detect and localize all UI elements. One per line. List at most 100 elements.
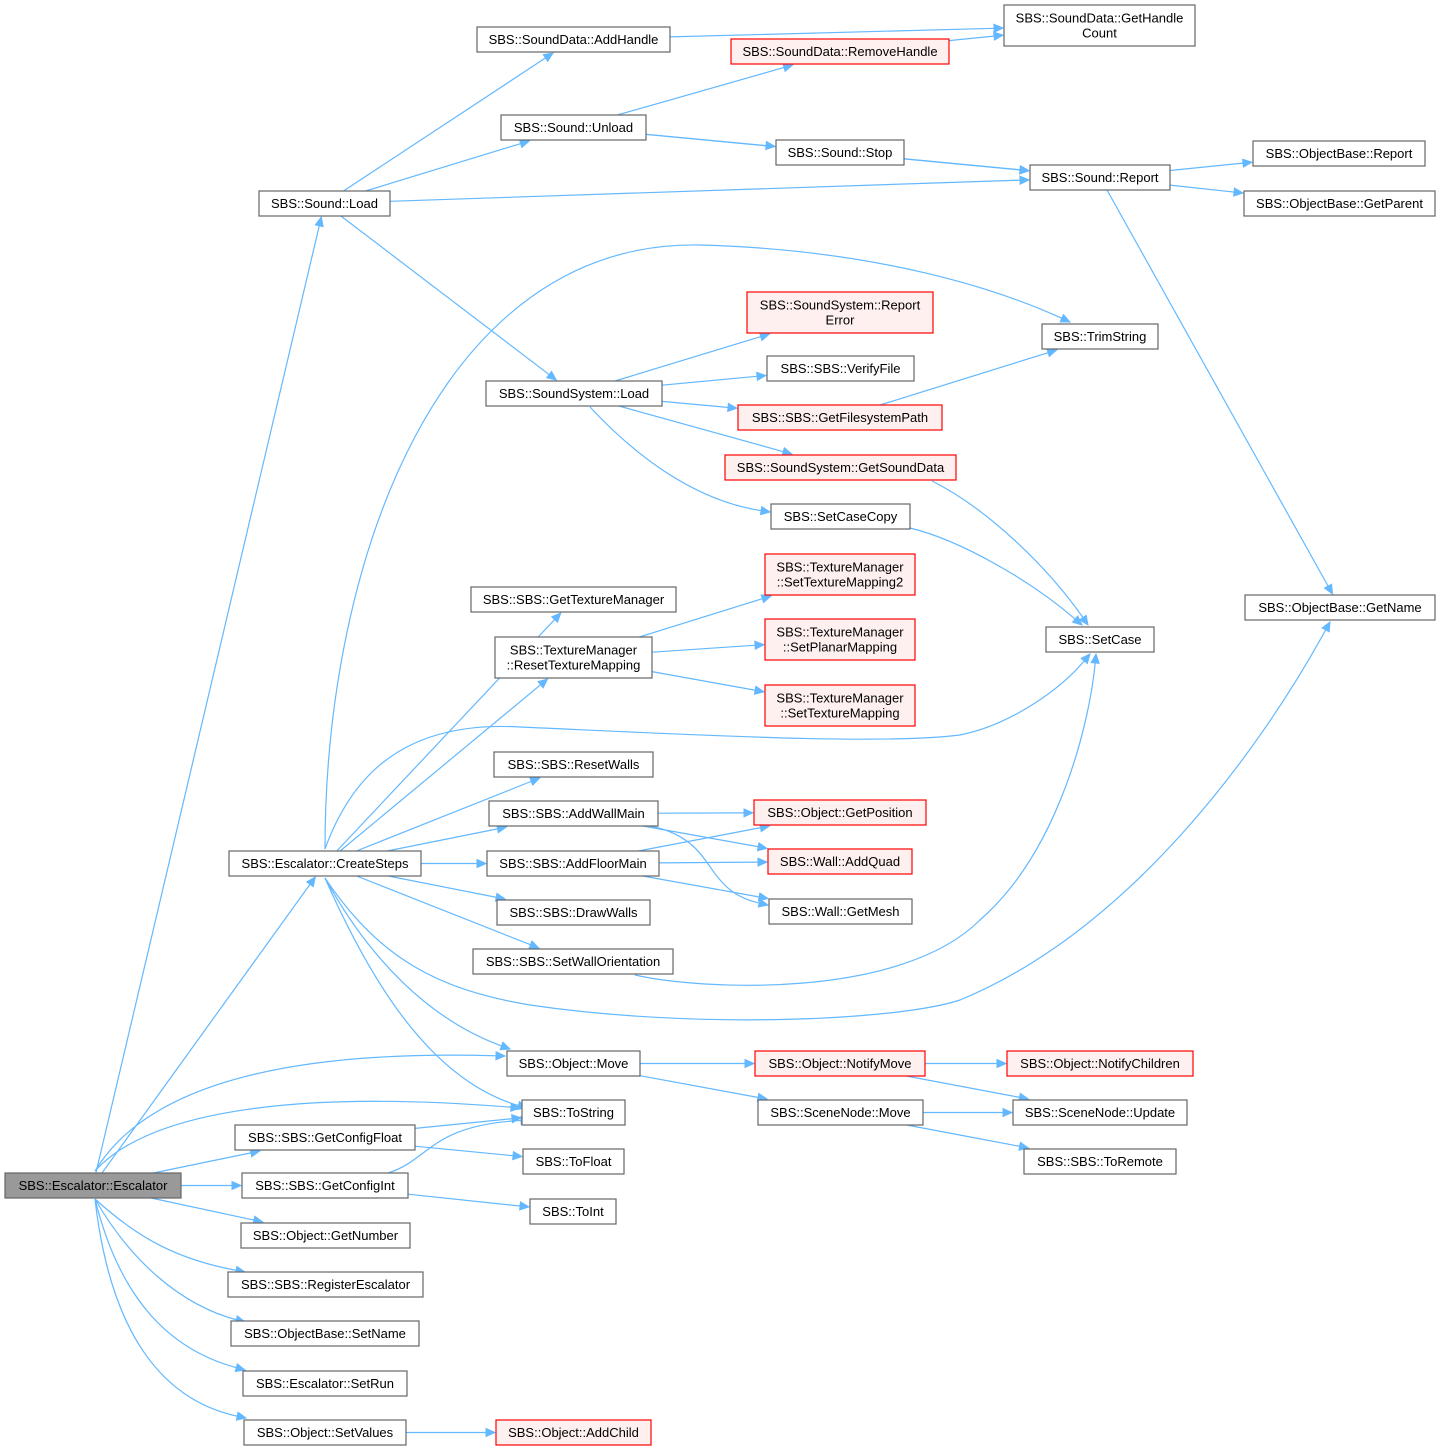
edge-line	[661, 400, 730, 409]
node-verifyfile[interactable]: SBS::SBS::VerifyFile	[766, 355, 915, 382]
node-getconfigint[interactable]: SBS::SBS::GetConfigInt	[241, 1172, 409, 1199]
node-registerescalator[interactable]: SBS::SBS::RegisterEscalator	[227, 1271, 424, 1298]
node-label: SBS::SBS::GetTextureManager	[483, 592, 665, 607]
edge-addfloormain-to-wall_addquad	[658, 857, 769, 867]
edge-line	[387, 1119, 523, 1174]
arrowhead	[757, 892, 770, 902]
edge-line	[153, 1152, 253, 1174]
node-escalator[interactable]: SBS::Escalator::Escalator	[4, 1172, 182, 1199]
node-addfloormain[interactable]: SBS::SBS::AddFloorMain	[486, 850, 660, 877]
node-sound-unload[interactable]: SBS::Sound::Unload	[500, 114, 647, 141]
arrowhead	[758, 332, 771, 342]
node-ss-getsounddata[interactable]: SBS::SoundSystem::GetSoundData	[724, 454, 957, 481]
node-toremote[interactable]: SBS::SBS::ToRemote	[1023, 1148, 1177, 1175]
node-label: SBS::TextureManager	[776, 691, 904, 706]
arrowhead	[231, 1180, 243, 1191]
node-obj-getnumber[interactable]: SBS::Object::GetNumber	[240, 1222, 411, 1249]
node-obj-notifychildren[interactable]: SBS::Object::NotifyChildren	[1006, 1050, 1194, 1077]
node-sound-load[interactable]: SBS::Sound::Load	[258, 190, 391, 217]
node-ob-getname[interactable]: SBS::ObjectBase::GetName	[1244, 594, 1436, 621]
node-ob-report[interactable]: SBS::ObjectBase::Report	[1252, 140, 1426, 167]
node-tostring[interactable]: SBS::ToString	[521, 1099, 626, 1126]
node-addwallmain[interactable]: SBS::SBS::AddWallMain	[488, 800, 659, 827]
node-box	[730, 38, 950, 65]
node-box	[1029, 164, 1171, 191]
node-box	[767, 848, 913, 875]
node-gettexturemanager[interactable]: SBS::SBS::GetTextureManager	[470, 586, 677, 613]
node-label: SBS::SBS::GetConfigInt	[255, 1178, 395, 1193]
node-tofloat[interactable]: SBS::ToFloat	[522, 1148, 625, 1175]
edge-createsteps-to-addwallmain	[386, 824, 508, 852]
edge-line	[94, 1054, 498, 1172]
node-resetwalls[interactable]: SBS::SBS::ResetWalls	[493, 751, 654, 778]
edge-line	[617, 66, 786, 116]
edge-ss_load-to-getfilesystempath	[661, 400, 739, 413]
edge-escalator-to-sound_load	[95, 215, 324, 1174]
node-box	[240, 1222, 411, 1249]
node-sd-removehandle[interactable]: SBS::SoundData::RemoveHandle	[730, 38, 950, 65]
node-drawwalls[interactable]: SBS::SBS::DrawWalls	[496, 899, 651, 926]
node-obj-setvalues[interactable]: SBS::Object::SetValues	[243, 1419, 407, 1446]
node-box	[770, 503, 911, 530]
node-label: SBS::ToFloat	[536, 1154, 612, 1169]
node-box	[529, 1198, 617, 1225]
node-scenenode-move[interactable]: SBS::SceneNode::Move	[757, 1099, 924, 1126]
node-box	[500, 114, 647, 141]
node-toint[interactable]: SBS::ToInt	[529, 1198, 617, 1225]
node-sd-addhandle[interactable]: SBS::SoundData::AddHandle	[476, 26, 671, 53]
edge-line	[639, 1075, 760, 1099]
edge-getconfigfloat-to-tofloat	[414, 1145, 524, 1161]
node-tm-settexturemapping2[interactable]: SBS::TextureManager::SetTextureMapping2	[764, 553, 916, 596]
node-label: SBS::SetCase	[1058, 632, 1141, 647]
node-scenenode-update[interactable]: SBS::SceneNode::Update	[1012, 1099, 1188, 1126]
node-tm-setplanarmapping[interactable]: SBS::TextureManager::SetPlanarMapping	[764, 618, 916, 661]
arrowhead	[756, 371, 768, 382]
node-sound-stop[interactable]: SBS::Sound::Stop	[775, 139, 905, 166]
node-getfilesystempath[interactable]: SBS::SBS::GetFilesystemPath	[737, 404, 943, 431]
node-tm-resettexturemapping[interactable]: SBS::TextureManager::ResetTextureMapping	[494, 636, 653, 679]
node-label: SBS::ToInt	[542, 1204, 604, 1219]
node-box	[753, 799, 927, 826]
edge-line	[389, 179, 1022, 202]
edge-sd_addhandle-to-sd_gethandlecount	[669, 23, 1005, 38]
node-trimstring[interactable]: SBS::TrimString	[1041, 323, 1159, 350]
node-obj-getposition[interactable]: SBS::Object::GetPosition	[753, 799, 927, 826]
node-box	[1041, 323, 1159, 350]
arrowhead	[1046, 348, 1058, 358]
edge-line	[931, 480, 1084, 619]
node-createsteps[interactable]: SBS::Escalator::CreateSteps	[228, 850, 422, 877]
edge-ss_load-to-setcasecopy	[589, 406, 772, 516]
node-obj-addchild[interactable]: SBS::Object::AddChild	[495, 1419, 652, 1446]
node-label: SBS::SBS::GetFilesystemPath	[752, 410, 928, 425]
arrowhead	[305, 876, 316, 888]
node-getconfigfloat[interactable]: SBS::SBS::GetConfigFloat	[234, 1124, 416, 1151]
node-wall-addquad[interactable]: SBS::Wall::AddQuad	[767, 848, 913, 875]
node-setcasecopy[interactable]: SBS::SetCaseCopy	[770, 503, 911, 530]
node-label: SBS::SBS::DrawWalls	[509, 905, 638, 920]
node-esc-setrun[interactable]: SBS::Escalator::SetRun	[242, 1370, 408, 1397]
node-setwallorientation[interactable]: SBS::SBS::SetWallOrientation	[472, 948, 674, 975]
edge-obj_notifymove-to-scenenode_update	[906, 1075, 1030, 1102]
node-setcase[interactable]: SBS::SetCase	[1045, 626, 1155, 653]
node-tm-settexturemapping[interactable]: SBS::TextureManager::SetTextureMapping	[764, 684, 916, 727]
node-ss-load[interactable]: SBS::SoundSystem::Load	[485, 380, 663, 407]
node-label: SBS::SBS::ToRemote	[1037, 1154, 1163, 1169]
node-ob-getparent[interactable]: SBS::ObjectBase::GetParent	[1243, 190, 1436, 217]
node-obj-move[interactable]: SBS::Object::Move	[506, 1050, 641, 1077]
node-obj-notifymove[interactable]: SBS::Object::NotifyMove	[754, 1050, 926, 1077]
arrowhead	[993, 31, 1005, 41]
arrowhead	[314, 215, 324, 228]
node-box	[766, 355, 915, 382]
node-ob-setname[interactable]: SBS::ObjectBase::SetName	[230, 1320, 420, 1347]
edge-line	[669, 27, 996, 38]
arrowhead	[1059, 313, 1072, 323]
node-label: SBS::Sound::Load	[271, 196, 378, 211]
node-wall-getmesh[interactable]: SBS::Wall::GetMesh	[768, 898, 913, 925]
node-label: SBS::Escalator::SetRun	[256, 1376, 394, 1391]
node-sound-report[interactable]: SBS::Sound::Report	[1029, 164, 1171, 191]
edge-line	[94, 1198, 238, 1321]
arrowhead	[1233, 187, 1245, 197]
edge-line	[1106, 189, 1330, 588]
